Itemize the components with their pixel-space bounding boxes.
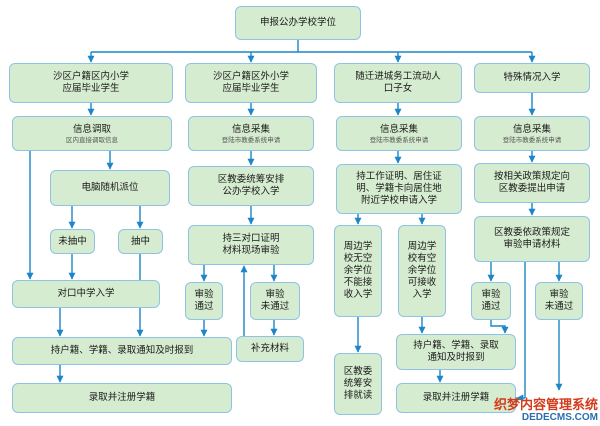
node-info-collect-4-text: 信息采集 xyxy=(512,123,551,135)
node-policy-apply-text: 按相关政策规定向 区教委提出申请 xyxy=(493,171,570,194)
node-review-fail-2-text: 审验 未通过 xyxy=(260,289,290,312)
node-info-collect-2: 信息采集 登陆市教委系统申请 xyxy=(188,116,314,151)
node-info-collect-3: 信息采集 登陆市教委系统申请 xyxy=(336,116,462,151)
node-hold-three: 持三对口证明 材料现场审验 xyxy=(188,225,314,265)
node-shaqu-in: 沙区户籍区内小学 应届毕业学生 xyxy=(9,63,173,103)
node-shaqu-out-text: 沙区户籍区外小学 应届毕业学生 xyxy=(212,71,289,94)
node-policy-apply: 按相关政策规定向 区教委提出申请 xyxy=(474,163,590,203)
node-supplement-text: 补充材料 xyxy=(250,343,289,354)
watermark: 织梦内容管理系统 DEDECMS.COM xyxy=(494,397,598,424)
node-special: 特殊情况入学 xyxy=(474,63,590,93)
node-title-text: 申报公办学校学位 xyxy=(259,17,336,28)
watermark-line2: DEDECMS.COM xyxy=(521,412,598,423)
node-col1-notice: 持户籍、学籍、录取通知及时报到 xyxy=(12,337,232,365)
node-review-fail-2: 审验 未通过 xyxy=(250,282,300,320)
node-info-collect-4-sub: 登陆市教委系统申请 xyxy=(502,135,562,144)
node-review-pass-2-text: 审验 通过 xyxy=(194,289,214,312)
node-hold-three-text: 持三对口证明 材料现场审验 xyxy=(222,233,280,256)
node-has-vacancy-text: 周边学 校有空 余学位 可接收 入学 xyxy=(407,241,437,300)
node-title: 申报公办学校学位 xyxy=(235,6,361,40)
node-col3-notice-text: 持户籍、学籍、录取 通知及时报到 xyxy=(413,340,499,363)
node-not-selected: 未抽中 xyxy=(50,229,95,254)
edge-c4-pass-notice xyxy=(490,320,509,334)
node-info-collect-3-text: 信息采集 xyxy=(379,123,418,135)
node-migrant: 随迁进城务工流动人 口子女 xyxy=(334,63,462,103)
node-col1-notice-text: 持户籍、学籍、录取通知及时报到 xyxy=(50,345,194,356)
node-info-collect-2-sub: 登陆市教委系统申请 xyxy=(221,135,281,144)
node-not-selected-text: 未抽中 xyxy=(58,235,87,247)
node-shaqu-in-text: 沙区户籍区内小学 应届毕业学生 xyxy=(52,71,129,94)
node-bureau-arrange-text: 区教委统筹安排 公办学校入学 xyxy=(217,174,285,197)
node-no-vacancy-text: 周边学 校无空 余学位 不能接 收入学 xyxy=(343,241,373,300)
node-info-collect-3-sub: 登陆市教委系统申请 xyxy=(369,135,429,144)
node-special-text: 特殊情况入学 xyxy=(503,72,561,83)
node-col3-notice: 持户籍、学籍、录取 通知及时报到 xyxy=(396,334,516,370)
node-col3-register-text: 录取并注册学籍 xyxy=(422,392,490,403)
node-review-fail-4-text: 审验 未通过 xyxy=(544,289,574,312)
node-school-entry: 对口中学入学 xyxy=(12,280,160,308)
node-no-vacancy: 周边学 校无空 余学位 不能接 收入学 xyxy=(334,225,382,317)
node-bureau-review: 区教委依政策规定 审验申请材料 xyxy=(474,216,590,262)
node-supplement: 补充材料 xyxy=(236,336,304,362)
node-review-pass-4-text: 审验 通过 xyxy=(481,289,501,312)
node-hold-work: 持工作证明、居住证 明、学籍卡向居住地 附近学校申请入学 xyxy=(336,164,462,214)
node-col1-register-text: 录取并注册学籍 xyxy=(88,392,156,403)
node-info-fetch: 信息调取 区内直接调取信息 xyxy=(12,116,172,151)
node-hold-work-text: 持工作证明、居住证 明、学籍卡向居住地 附近学校申请入学 xyxy=(356,171,442,206)
node-selected-text: 抽中 xyxy=(130,235,150,247)
node-info-collect-4: 信息采集 登陆市教委系统申请 xyxy=(474,116,590,151)
node-review-pass-2: 审验 通过 xyxy=(185,282,223,320)
node-info-fetch-text: 信息调取 xyxy=(72,123,111,135)
node-bureau-coord: 区教委 统筹安 排就读 xyxy=(334,353,382,415)
node-review-pass-4: 审验 通过 xyxy=(471,282,511,320)
node-col1-register: 录取并注册学籍 xyxy=(12,383,232,413)
node-has-vacancy: 周边学 校有空 余学位 可接收 入学 xyxy=(398,225,446,317)
node-bureau-coord-text: 区教委 统筹安 排就读 xyxy=(343,366,373,401)
node-review-fail-4: 审验 未通过 xyxy=(535,282,583,320)
node-migrant-text: 随迁进城务工流动人 口子女 xyxy=(355,71,441,94)
node-selected: 抽中 xyxy=(118,229,163,254)
node-computer-assign-text: 电脑随机派位 xyxy=(81,182,139,193)
node-computer-assign: 电脑随机派位 xyxy=(50,170,170,206)
node-bureau-review-text: 区教委依政策规定 审验申请材料 xyxy=(493,227,570,250)
node-school-entry-text: 对口中学入学 xyxy=(57,288,115,299)
node-info-fetch-sub: 区内直接调取信息 xyxy=(66,135,118,144)
watermark-line1: 织梦内容管理系统 xyxy=(493,397,598,412)
node-col3-register: 录取并注册学籍 xyxy=(396,383,516,413)
node-bureau-arrange: 区教委统筹安排 公办学校入学 xyxy=(188,166,314,206)
node-shaqu-out: 沙区户籍区外小学 应届毕业学生 xyxy=(185,63,317,103)
node-info-collect-2-text: 信息采集 xyxy=(231,123,270,135)
